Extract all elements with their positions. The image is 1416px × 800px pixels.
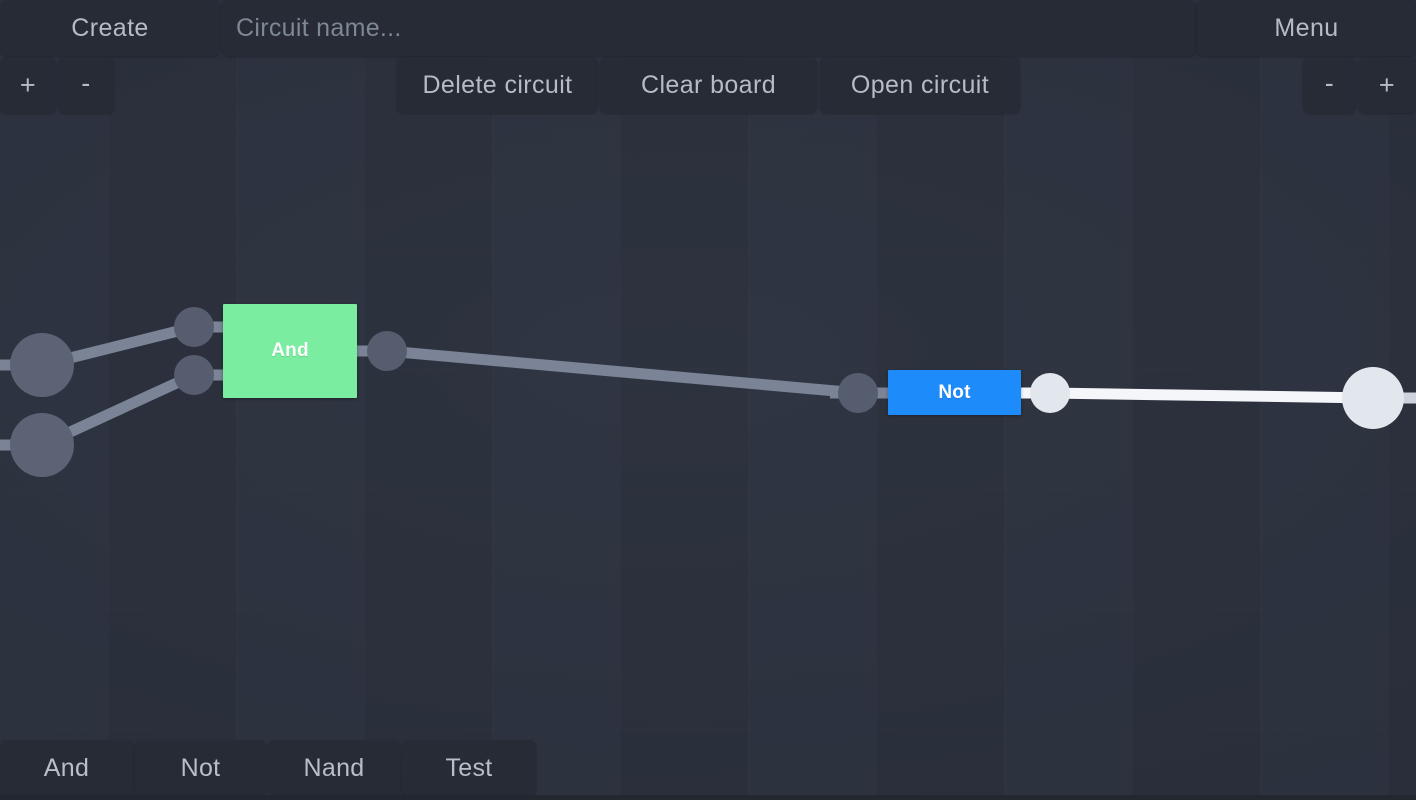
and-gate[interactable]: And	[223, 304, 357, 398]
palette-button-nand[interactable]: Nand	[268, 740, 400, 796]
minus-icon: -	[81, 67, 91, 98]
menu-button[interactable]: Menu	[1197, 0, 1416, 56]
not-gate[interactable]: Not	[888, 370, 1021, 415]
plus-icon: +	[19, 69, 37, 100]
wire-not-to-output[interactable]	[1049, 387, 1374, 404]
and-output-pin[interactable]	[367, 331, 407, 371]
palette-button-and[interactable]: And	[0, 740, 133, 796]
window-bottom-edge	[0, 795, 1416, 800]
plus-icon: +	[1378, 69, 1396, 100]
not-gate-label: Not	[938, 381, 971, 403]
and-input-pin-1[interactable]	[174, 307, 214, 347]
and-gate-label: And	[271, 340, 309, 361]
minus-icon: -	[1324, 67, 1335, 98]
clear-board-button[interactable]: Clear board	[600, 57, 817, 113]
input-node-a[interactable]	[10, 333, 74, 397]
and-input-pin-2[interactable]	[174, 355, 214, 395]
wire-and-to-not[interactable]	[386, 345, 859, 399]
zoom-in-button-left[interactable]: +	[0, 57, 56, 113]
circuit-name-input[interactable]	[222, 0, 1196, 56]
create-button[interactable]: Create	[0, 0, 220, 56]
input-node-b[interactable]	[10, 413, 74, 477]
palette-button-not[interactable]: Not	[135, 740, 266, 796]
output-node[interactable]	[1342, 367, 1404, 429]
zoom-in-button-right[interactable]: +	[1358, 57, 1416, 113]
zoom-out-button-right[interactable]: -	[1303, 57, 1356, 113]
palette-button-test[interactable]: Test	[402, 740, 536, 796]
zoom-out-button-left[interactable]: -	[58, 57, 114, 113]
open-circuit-button[interactable]: Open circuit	[820, 57, 1020, 113]
delete-circuit-button[interactable]: Delete circuit	[397, 57, 598, 113]
not-output-pin[interactable]	[1030, 373, 1070, 413]
not-input-pin[interactable]	[838, 373, 878, 413]
